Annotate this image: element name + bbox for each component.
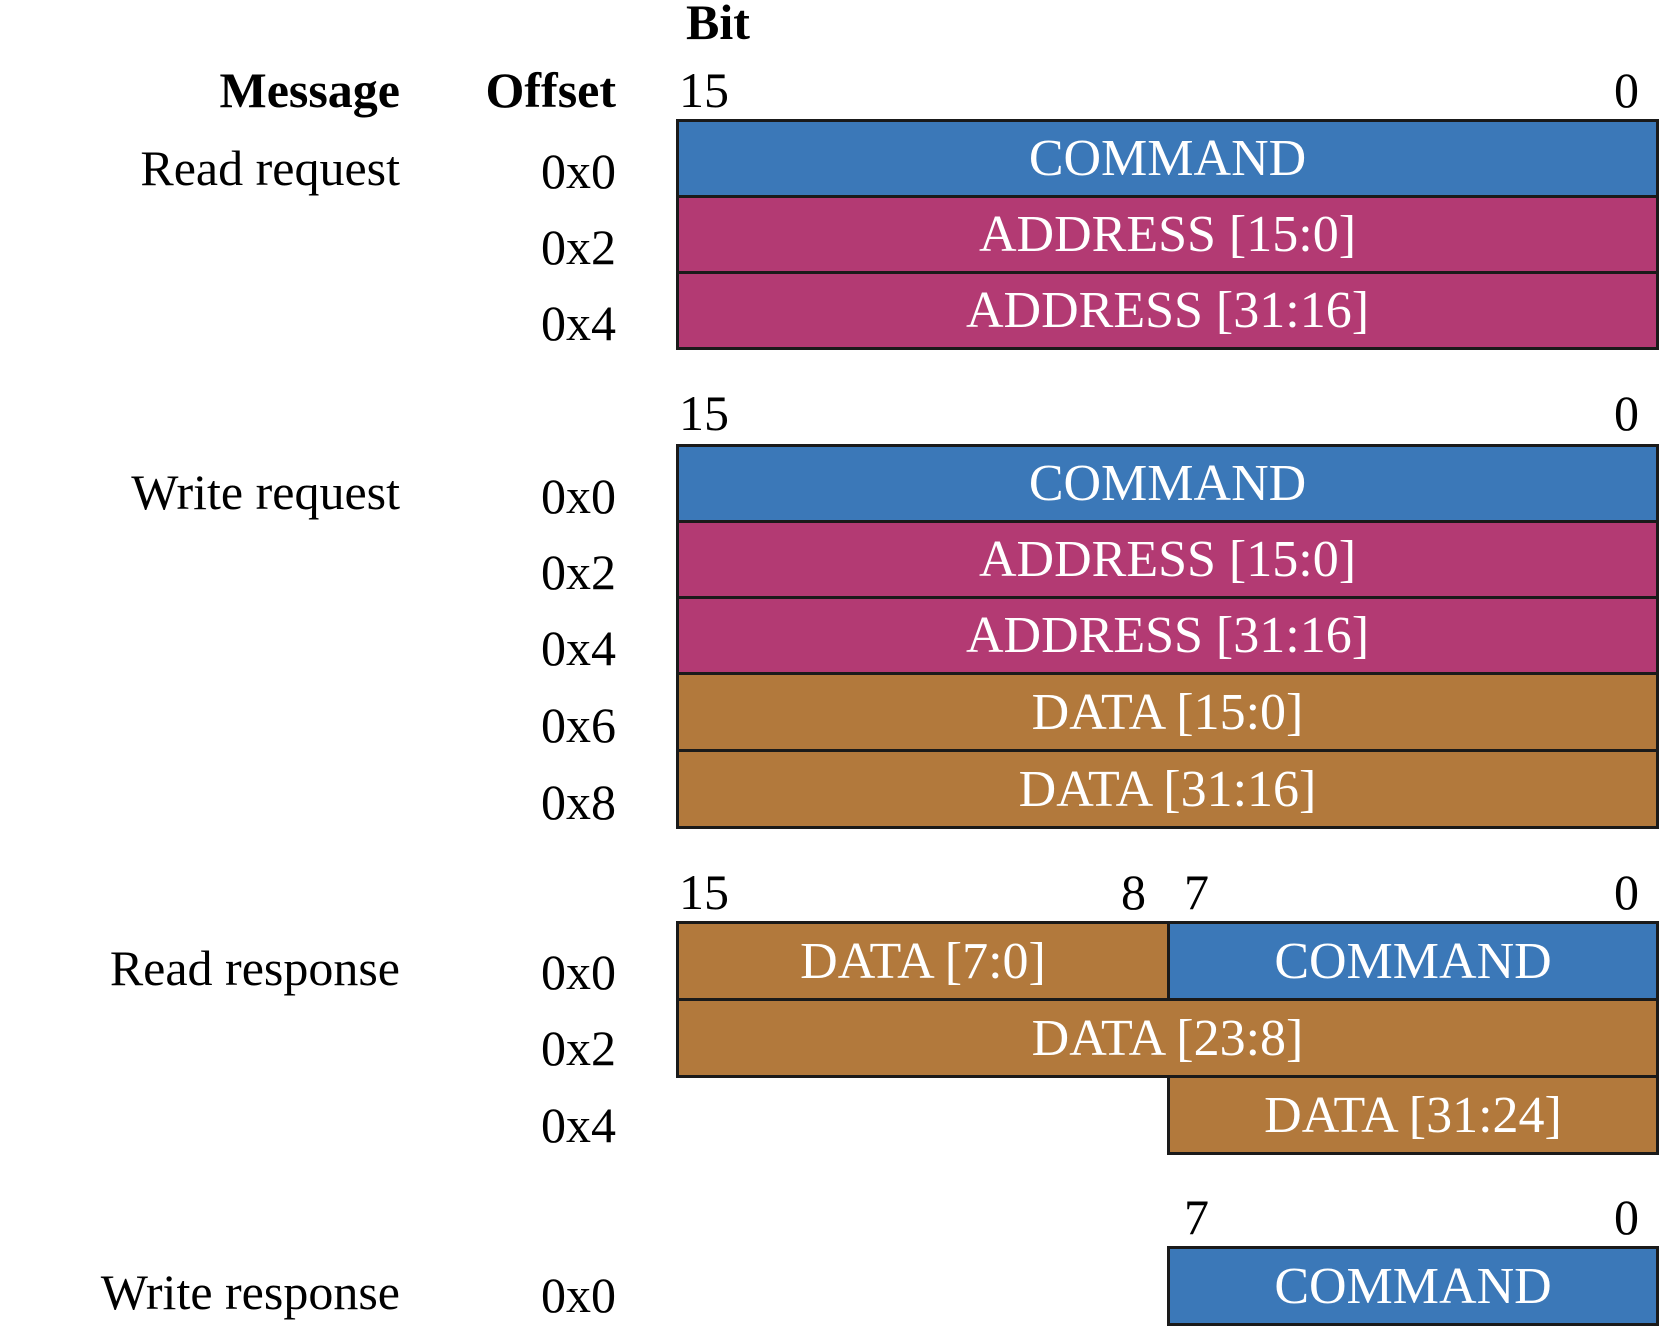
offset-label: 0x4 [541,620,616,676]
field-data-high-byte: DATA [31:24] [1167,1075,1659,1155]
bit-label-8: 8 [1121,864,1146,920]
offset-label: 0x4 [541,1097,616,1153]
field-command: COMMAND [1167,921,1659,1001]
bit-header: Bit [686,0,750,50]
field-address-low: ADDRESS [15:0] [676,520,1659,599]
field-data-byte0: DATA [7:0] [676,921,1170,1001]
field-command: COMMAND [676,444,1659,523]
bit-label-15: 15 [679,864,729,920]
field-data-high: DATA [31:16] [676,749,1659,829]
bit-label-7: 7 [1184,864,1209,920]
offset-header: Offset [485,62,617,118]
field-command: COMMAND [676,119,1659,198]
offset-label: 0x8 [541,774,616,830]
bit-label-0: 0 [1614,62,1639,118]
message-name-read-request: Read request [140,140,400,196]
offset-label: 0x0 [541,468,616,524]
field-address-high: ADDRESS [31:16] [676,596,1659,675]
field-address-high: ADDRESS [31:16] [676,271,1659,350]
bit-label-0: 0 [1614,1189,1639,1245]
bit-label-15: 15 [679,385,729,441]
offset-label: 0x6 [541,697,616,753]
offset-label: 0x2 [541,1020,616,1076]
bit-label-0: 0 [1614,864,1639,920]
bit-label-0: 0 [1614,385,1639,441]
message-name-write-request: Write request [131,464,400,520]
message-header: Message [219,62,401,118]
offset-label: 0x2 [541,219,616,275]
bit-label-7: 7 [1184,1189,1209,1245]
offset-label: 0x2 [541,544,616,600]
field-data-middle: DATA [23:8] [676,998,1659,1078]
field-data-low: DATA [15:0] [676,672,1659,752]
field-address-low: ADDRESS [15:0] [676,195,1659,274]
field-command: COMMAND [1167,1246,1659,1326]
message-name-read-response: Read response [109,940,400,996]
offset-label: 0x0 [541,944,616,1000]
offset-label: 0x4 [541,295,616,351]
offset-label: 0x0 [541,143,616,199]
bit-label-15: 15 [679,62,729,118]
offset-label: 0x0 [541,1267,616,1323]
message-name-write-response: Write response [100,1264,400,1320]
